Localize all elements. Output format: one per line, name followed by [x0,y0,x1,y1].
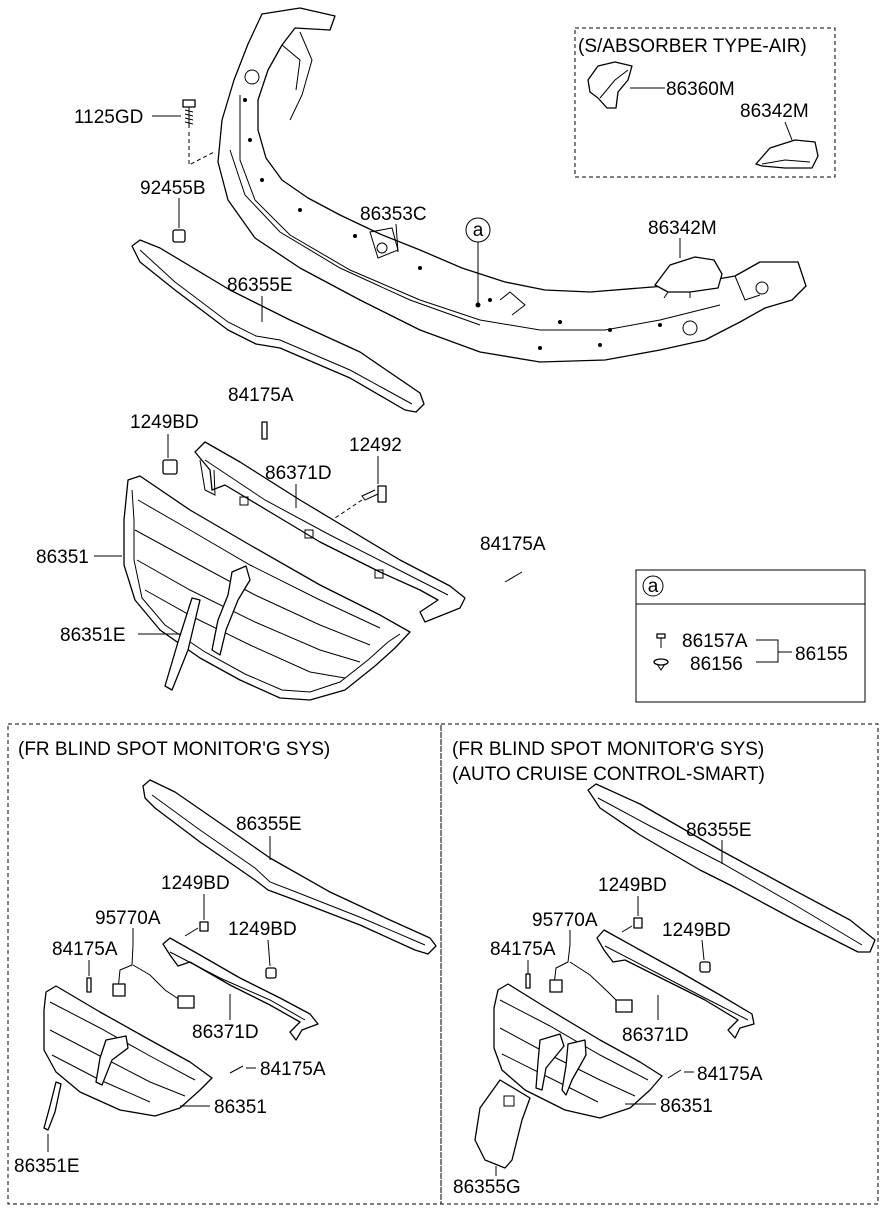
bolt-1125gd-part [182,99,196,128]
nut-main-part [162,459,178,475]
molding-left-variant-part [142,779,437,955]
caption-blind-spot-right-2: (AUTO CRUISE CONTROL-SMART) [452,764,765,785]
label-86342m-air: 86342M [740,101,809,122]
label-86371d-main: 86371D [265,463,332,484]
label-left-1249bd-right: 1249BD [228,919,297,940]
label-86353c: 86353C [360,204,427,225]
label-right-95770a: 95770A [532,910,598,931]
sensor-right-part [549,944,633,1013]
upper-cover-part [217,7,807,363]
garnish-main-part [164,597,201,691]
grille-left-variant-part [43,985,213,1117]
caption-blind-spot-left: (FR BLIND SPOT MONITOR'G SYS) [18,739,330,760]
legend-washer-part [653,658,669,671]
label-1125gd: 1125GD [74,107,143,128]
absorber-air-frame [574,27,836,178]
legend-assembly-86155: 86155 [795,644,848,665]
legend-frame [635,569,866,703]
label-86342m-main: 86342M [648,218,717,239]
molding-main-part [131,239,425,413]
legend-a-label: a [648,576,659,597]
bracket-left-variant-part [162,937,319,1041]
pin-top-part [261,421,268,440]
grille-main-part [123,475,411,701]
legend-item-86157a: 86157A [682,631,748,652]
label-right-84175a-right: 84175A [697,1064,763,1085]
label-84175a-right: 84175A [480,534,546,555]
label-left-95770a: 95770A [95,908,161,929]
nut-left-right-part [265,967,277,979]
label-84175a-top: 84175A [228,385,294,406]
stay-cover-part [654,256,723,293]
label-left-1249bd-top: 1249BD [161,873,230,894]
absorber-pad-part [587,61,633,109]
label-right-86355e: 86355E [686,820,752,841]
legend-item-86156: 86156 [690,654,743,675]
sensor-left-part [112,944,195,1009]
bracket-main-part [194,441,466,623]
label-92455b: 92455B [140,178,206,199]
label-86360m: 86360M [666,79,735,100]
pin-right-variant-part [525,973,531,989]
label-right-1249bd-right: 1249BD [662,920,731,941]
pin-right-part [504,571,523,583]
garnish-left-variant-part [43,1081,62,1131]
label-right-84175a: 84175A [490,939,556,960]
label-left-86351: 86351 [214,1097,267,1118]
label-12492: 12492 [349,435,402,456]
grille-right-variant-part [493,983,663,1119]
leader-lines [47,87,793,1176]
pin-left-variant-right-part [229,1065,244,1074]
callout-a-label: a [473,220,484,241]
nut-left-top-part [184,921,209,937]
caption-blind-spot-right-1: (FR BLIND SPOT MONITOR'G SYS) [452,739,764,760]
label-left-84175a: 84175A [52,939,118,960]
label-86351e-main: 86351E [60,625,126,646]
label-left-86355e: 86355E [236,814,302,835]
cover-86355g-part [474,1079,531,1169]
label-left-86351e: 86351E [14,1156,80,1177]
legend-screw-part [656,633,666,648]
right-variant-frame [440,723,879,1205]
pin-left-variant-part [86,977,92,993]
nut-right-top-part [621,917,643,933]
label-right-86355g: 86355G [453,1177,521,1198]
legend-a-circle [642,575,664,597]
label-right-86351: 86351 [660,1096,713,1117]
label-1249bd-main: 1249BD [130,412,199,433]
label-right-1249bd-top: 1249BD [598,875,667,896]
label-right-86371d: 86371D [622,1025,689,1046]
label-86351-main: 86351 [36,547,89,568]
left-variant-frame [7,723,442,1205]
pin-right-variant-right-part [667,1069,682,1079]
clip-92455b-part [172,229,186,243]
molding-right-variant-part [587,783,876,953]
bracket-right-variant-part [596,929,755,1039]
screw-12492-part [361,485,387,503]
nut-right-right-part [699,961,711,973]
caption-absorber-air: (S/ABSORBER TYPE-AIR) [578,36,807,57]
label-left-86371d: 86371D [192,1022,259,1043]
label-86355e-main: 86355E [227,275,293,296]
label-left-84175a-right: 84175A [260,1059,326,1080]
